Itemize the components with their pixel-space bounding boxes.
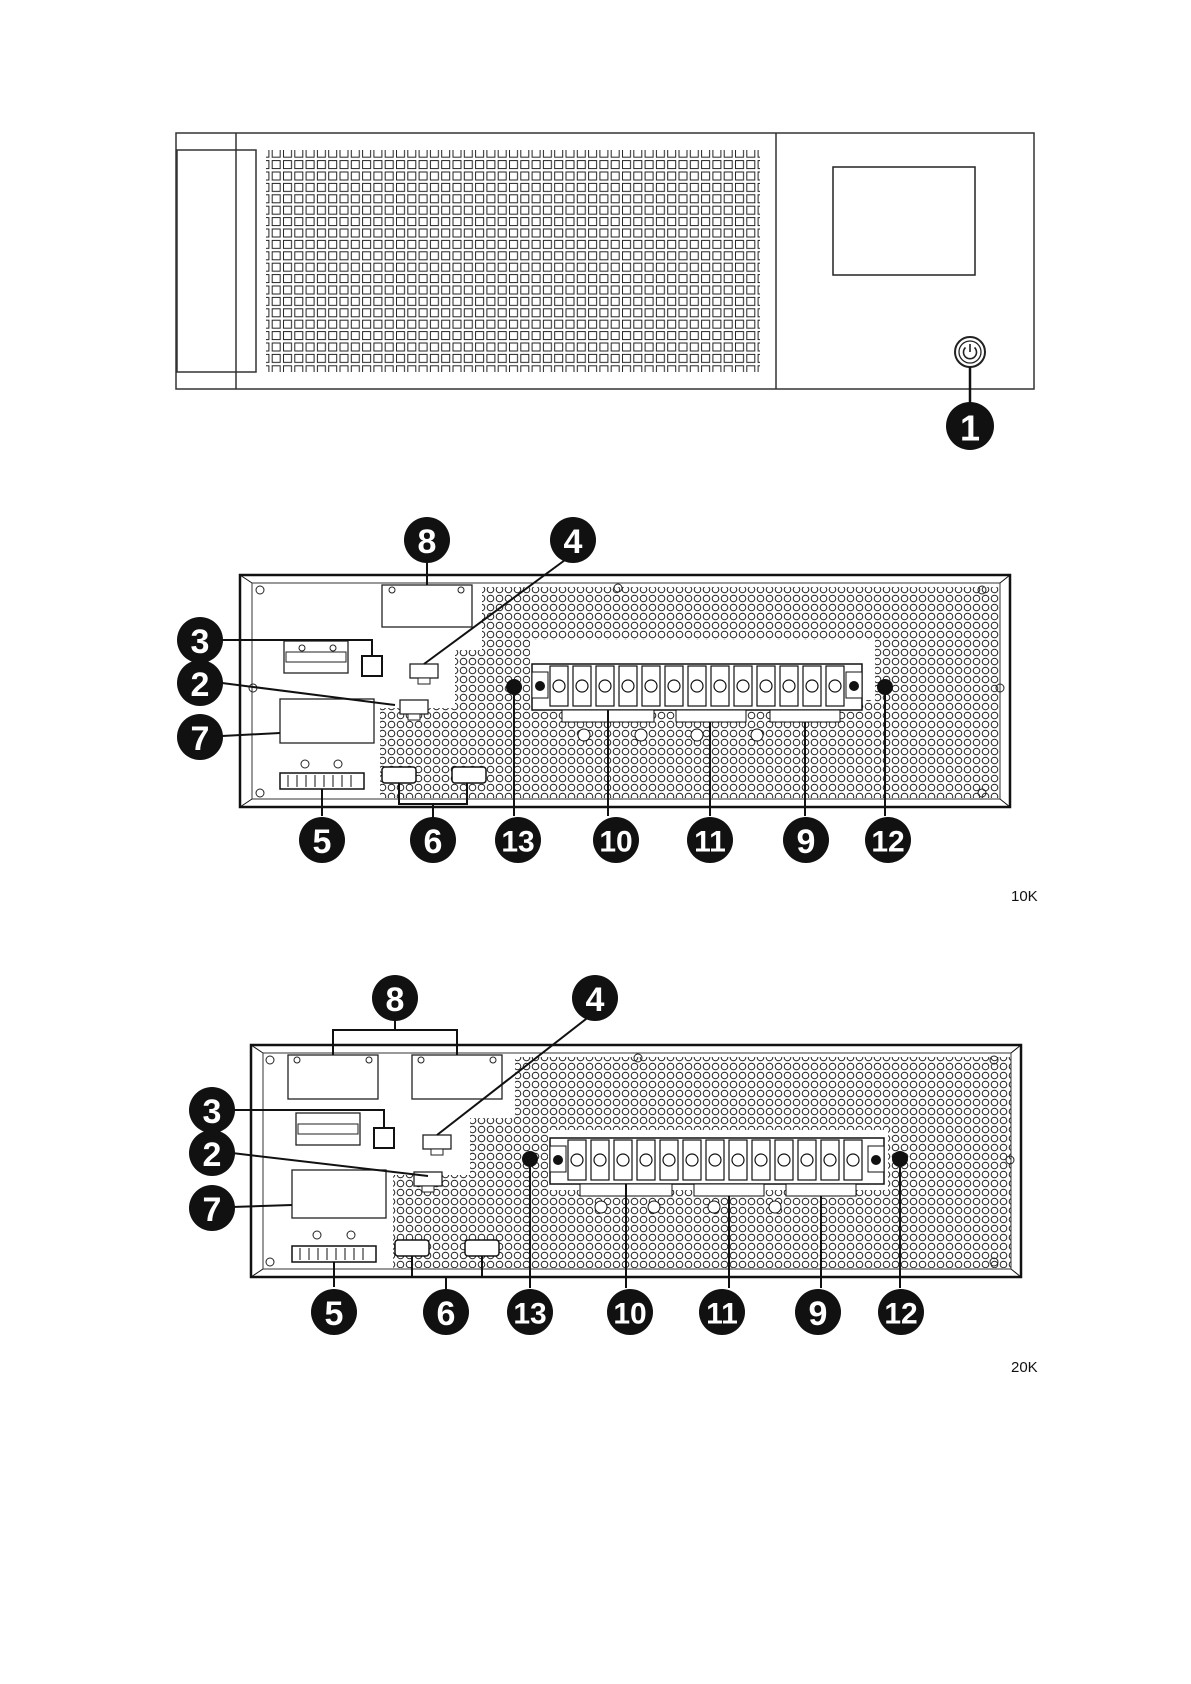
callout-1: 1: [946, 402, 994, 450]
callout-11-20k: 11: [699, 1289, 745, 1335]
svg-text:6: 6: [437, 1295, 456, 1333]
callout-8: 8: [404, 517, 450, 563]
intelligent-slot-1: [288, 1055, 378, 1099]
epo-port: [362, 656, 382, 676]
svg-text:12: 12: [884, 1298, 917, 1331]
svg-text:11: 11: [694, 826, 726, 859]
callout-10: 10: [593, 817, 639, 863]
callout-13: 13: [495, 817, 541, 863]
svg-text:3: 3: [191, 623, 210, 661]
callout-11: 11: [687, 817, 733, 863]
ground-screw-12: [877, 679, 893, 695]
svg-text:3: 3: [203, 1093, 222, 1131]
svg-text:4: 4: [586, 981, 605, 1019]
callout-1-label: 1: [960, 408, 980, 449]
svg-text:8: 8: [386, 981, 405, 1019]
callout-9-20k: 9: [795, 1289, 841, 1335]
cover-plate: [280, 699, 374, 743]
callout-4: 4: [550, 517, 596, 563]
callout-9: 9: [783, 817, 829, 863]
rs232-port: [410, 664, 438, 678]
svg-text:5: 5: [325, 1295, 344, 1333]
svg-text:2: 2: [203, 1136, 222, 1174]
svg-text:4: 4: [564, 523, 583, 561]
front-vent-grille: [266, 150, 760, 372]
svg-text:13: 13: [513, 1298, 546, 1331]
callout-2: 2: [177, 660, 223, 706]
ground-screw-13: [506, 679, 522, 695]
callout-6: 6: [410, 817, 456, 863]
rear-panel-20k: [251, 1045, 1021, 1277]
ground-screw-12-20k: [892, 1151, 908, 1167]
callout-10-20k: 10: [607, 1289, 653, 1335]
lcd-display: [833, 167, 975, 275]
svg-text:10: 10: [599, 826, 632, 859]
callout-2-20k: 2: [189, 1130, 235, 1176]
callout-7: 7: [177, 714, 223, 760]
rear-panel-10k: [240, 575, 1010, 807]
power-button[interactable]: [955, 337, 985, 367]
svg-text:7: 7: [203, 1191, 222, 1229]
callout-8-20k: 8: [372, 975, 418, 1021]
svg-text:10: 10: [613, 1298, 646, 1331]
svg-text:2: 2: [191, 666, 210, 704]
svg-text:6: 6: [424, 823, 443, 861]
svg-text:13: 13: [501, 826, 534, 859]
svg-text:8: 8: [418, 523, 437, 561]
parallel-port: [400, 700, 428, 714]
callout-12: 12: [865, 817, 911, 863]
callout-3-20k: 3: [189, 1087, 235, 1133]
callout-5-20k: 5: [311, 1289, 357, 1335]
model-label-10k: 10K: [1011, 888, 1038, 905]
callout-7-20k: 7: [189, 1185, 235, 1231]
rs232-port-20k: [423, 1135, 451, 1149]
db9-port-2-20k: [465, 1240, 499, 1256]
callout-4-20k: 4: [572, 975, 618, 1021]
intelligent-slot-2: [412, 1055, 502, 1099]
db9-port-1-20k: [395, 1240, 429, 1256]
callout-6-20k: 6: [423, 1289, 469, 1335]
svg-text:5: 5: [313, 823, 332, 861]
db9-port-1: [382, 767, 416, 783]
cover-plate-20k: [292, 1170, 386, 1218]
callout-3: 3: [177, 617, 223, 663]
callout-12-20k: 12: [878, 1289, 924, 1335]
svg-text:9: 9: [797, 823, 816, 861]
db9-port-2: [452, 767, 486, 783]
svg-text:7: 7: [191, 720, 210, 758]
epo-port-20k: [374, 1128, 394, 1148]
svg-text:11: 11: [706, 1298, 738, 1331]
svg-text:12: 12: [871, 826, 904, 859]
svg-text:9: 9: [809, 1295, 828, 1333]
callout-5: 5: [299, 817, 345, 863]
callout-13-20k: 13: [507, 1289, 553, 1335]
ground-screw-13-20k: [522, 1151, 538, 1167]
model-label-20k: 20K: [1011, 1359, 1038, 1376]
front-panel: 1: [176, 133, 1034, 450]
